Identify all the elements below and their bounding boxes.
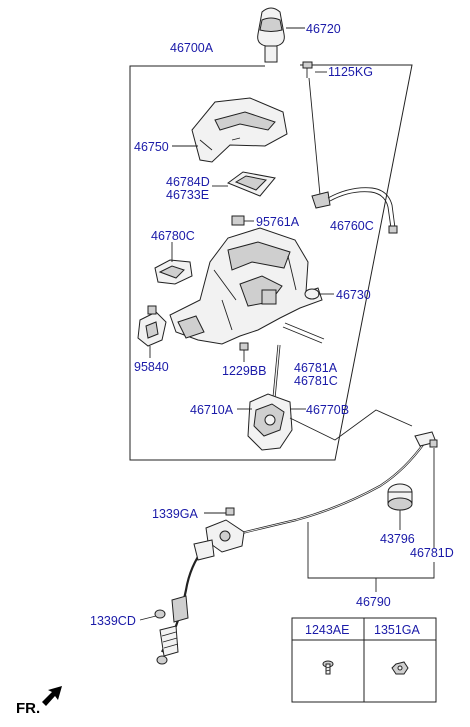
label-1125kg: 1125KG [328,65,373,79]
table-header-1351ga: 1351GA [374,623,421,637]
label-95840: 95840 [134,360,169,374]
front-direction-label: FR. [16,700,40,717]
screw-icon [322,660,334,675]
label-1339ga: 1339GA [152,507,199,521]
nut-icon [391,661,409,675]
shift-knob-part [257,7,285,63]
label-46770b: 46770B [306,403,349,417]
table-header-1243ae: 1243AE [305,623,349,637]
sensor-95840-part [137,305,167,347]
shift-lever-part [247,344,293,451]
label-46710a: 46710A [190,403,234,417]
shift-cable-part [156,431,438,665]
wiring-harness-part [311,187,398,234]
bushing-43796-part [387,483,413,511]
label-46750: 46750 [134,140,169,154]
label-46720: 46720 [306,22,341,36]
shift-lever-base-part [169,227,323,345]
solenoid-switch-part [154,259,193,285]
label-95761a: 95761A [256,215,300,229]
label-46781a: 46781A [294,361,338,375]
bolt-1125kg-part [302,61,313,78]
label-46730: 46730 [336,288,371,302]
connector-95761a-part [231,215,245,226]
nut-1229bb-part [239,342,249,351]
parts-table: 1243AE 1351GA [291,617,437,703]
front-arrow-icon [42,686,62,706]
label-46700a: 46700A [170,41,214,55]
label-1339cd: 1339CD [90,614,136,628]
nut-1339cd-part [154,609,166,619]
label-46780c: 46780C [151,229,195,243]
label-46784d: 46784D [166,175,210,189]
label-43796: 43796 [380,532,415,546]
assembly-frame [129,64,413,461]
label-46790: 46790 [356,595,391,609]
label-46781c: 46781C [294,374,338,388]
label-46760c: 46760C [330,219,374,233]
indicator-cover-part [191,97,288,163]
label-1229bb: 1229BB [222,364,266,378]
detent-plate-part [226,171,276,197]
label-46733e: 46733E [166,188,209,202]
bolt-1339ga-part [225,507,235,516]
label-46781d: 46781D [410,546,454,560]
